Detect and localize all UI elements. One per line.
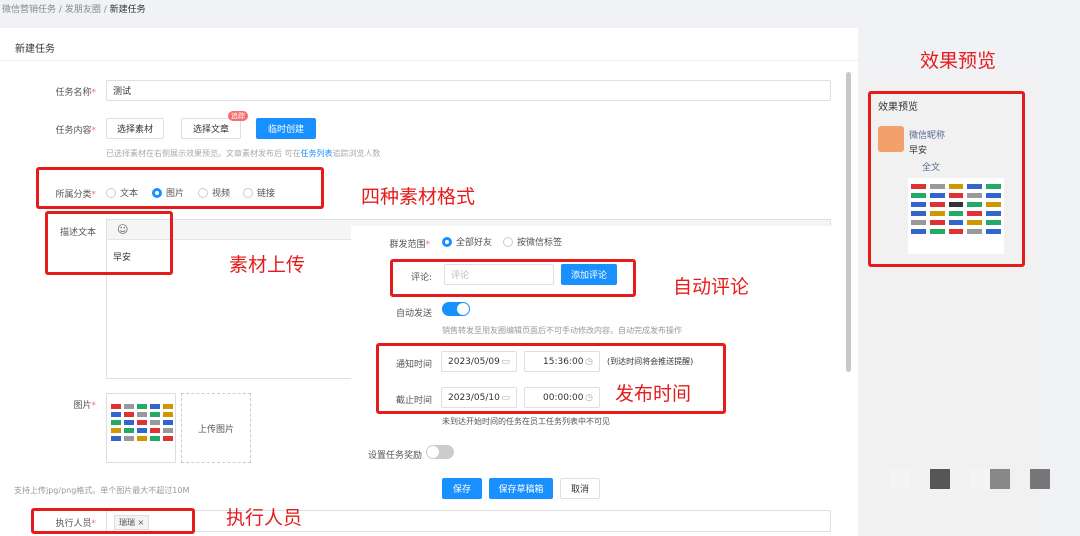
clock-icon: ◷ xyxy=(585,392,593,403)
reward-switch[interactable] xyxy=(426,445,454,459)
annotation-executor: 执行人员 xyxy=(226,507,303,529)
breadcrumb-sep: / xyxy=(58,5,62,15)
title-divider xyxy=(0,60,858,61)
category-video-radio[interactable]: 视频 xyxy=(198,186,230,199)
page-title: 新建任务 xyxy=(15,44,55,55)
notify-time-picker[interactable]: 15:36:00◷ xyxy=(524,351,600,372)
decor-square xyxy=(990,469,1010,489)
preview-text: 早安 xyxy=(909,146,928,156)
executor-input[interactable] xyxy=(106,510,831,532)
task-name-input[interactable]: 测试 xyxy=(106,80,831,101)
temp-create-button[interactable]: 临时创建 xyxy=(256,118,316,139)
scope-label: 群发范围* xyxy=(389,240,430,250)
deadline-label: 截止时间 xyxy=(395,396,432,406)
decor-square xyxy=(970,469,990,489)
cancel-button[interactable]: 取消 xyxy=(560,478,600,499)
task-name-label: 任务名称* xyxy=(55,88,96,98)
comment-label: 评论: xyxy=(410,273,432,283)
emoji-icon[interactable]: ☺ xyxy=(117,223,129,236)
reward-label: 设置任务奖励 xyxy=(367,451,422,461)
notify-note: (到达时间将会推送提醒) xyxy=(607,357,694,366)
clock-icon: ◷ xyxy=(585,356,593,367)
track-badge: 追踪 xyxy=(228,111,248,121)
breadcrumb-sep: / xyxy=(103,5,107,15)
auto-send-label: 自动发送 xyxy=(395,309,432,319)
content-hint: 已选择素材在右侧展示效果预览。文章素材发布后 可在任务列表追踪浏览人数 xyxy=(106,149,381,158)
preview-nickname: 微信昵称 xyxy=(909,131,946,141)
avatar xyxy=(878,126,904,152)
annotation-upload: 素材上传 xyxy=(229,254,306,276)
preview-image xyxy=(908,178,1004,254)
calendar-icon: ▭ xyxy=(501,356,510,367)
decor-square xyxy=(930,469,950,489)
save-button[interactable]: 保存 xyxy=(442,478,482,499)
category-highlight-box xyxy=(36,167,324,209)
deadline-date-picker[interactable]: 2023/05/10▭ xyxy=(441,387,517,408)
breadcrumb-item-moments[interactable]: 发朋友圈 xyxy=(64,5,101,15)
preview-highlight-box xyxy=(868,91,1025,267)
time-hint: 未到达开始时间的任务在员工任务列表中不可见 xyxy=(442,417,610,426)
auto-send-switch[interactable] xyxy=(442,302,470,316)
breadcrumb-item-current: 新建任务 xyxy=(109,5,146,15)
image-thumbnail[interactable] xyxy=(106,393,176,463)
annotation-comment: 自动评论 xyxy=(673,276,750,298)
add-comment-button[interactable]: 添加评论 xyxy=(561,264,617,285)
decor-square xyxy=(890,469,910,489)
scope-all-radio[interactable]: 全部好友 xyxy=(442,235,492,248)
select-material-button[interactable]: 选择素材 xyxy=(106,118,164,139)
annotation-publish-time: 发布时间 xyxy=(615,383,692,405)
breadcrumb-item-marketing[interactable]: 微信营销任务 xyxy=(2,5,57,15)
upload-hint: 支持上传jpg/png格式。单个图片最大不超过10M xyxy=(14,486,190,495)
preview-title: 效果预览 xyxy=(878,102,918,113)
executor-tag[interactable]: 瑞瑞 × xyxy=(114,515,150,530)
executor-highlight-box xyxy=(31,508,195,534)
time-highlight-box xyxy=(376,343,726,414)
category-image-radio[interactable]: 图片 xyxy=(152,186,184,199)
desc-highlight-box xyxy=(45,211,173,275)
notify-time-label: 通知时间 xyxy=(395,360,432,370)
deadline-time-picker[interactable]: 00:00:00◷ xyxy=(524,387,600,408)
select-article-button[interactable]: 选择文章 xyxy=(181,118,241,139)
form-scrollbar[interactable] xyxy=(846,72,851,372)
image-label: 图片* xyxy=(73,401,96,411)
desc-label: 描述文本 xyxy=(59,228,96,238)
auto-send-hint: 销售转发至朋友圈编辑页面后不可手动修改内容。自动完成发布操作 xyxy=(442,326,682,335)
notify-date-picker[interactable]: 2023/05/09▭ xyxy=(441,351,517,372)
task-list-link[interactable]: 任务列表 xyxy=(300,149,333,158)
category-link-radio[interactable]: 链接 xyxy=(243,186,275,199)
category-label: 所属分类* xyxy=(55,190,96,200)
preview-full-text-link[interactable]: 全文 xyxy=(922,163,941,173)
scope-tag-radio[interactable]: 按微信标签 xyxy=(503,235,562,248)
decor-square xyxy=(1030,469,1050,489)
executor-label: 执行人员* xyxy=(55,519,96,529)
category-text-radio[interactable]: 文本 xyxy=(106,186,138,199)
save-draft-button[interactable]: 保存草稿箱 xyxy=(489,478,553,499)
breadcrumb: 微信营销任务 / 发朋友圈 / 新建任务 xyxy=(2,2,146,15)
upload-image-button[interactable]: 上传图片 xyxy=(181,393,251,463)
comment-input[interactable]: 评论 xyxy=(444,264,554,285)
annotation-formats: 四种素材格式 xyxy=(361,186,476,208)
desc-text[interactable]: 早安 xyxy=(113,253,132,263)
thumbnail-logos xyxy=(111,404,173,441)
comment-highlight-box xyxy=(390,259,636,297)
calendar-icon: ▭ xyxy=(501,392,510,403)
task-content-label: 任务内容* xyxy=(55,126,96,136)
preview-logos xyxy=(911,184,1001,234)
annotation-preview: 效果预览 xyxy=(920,50,997,72)
